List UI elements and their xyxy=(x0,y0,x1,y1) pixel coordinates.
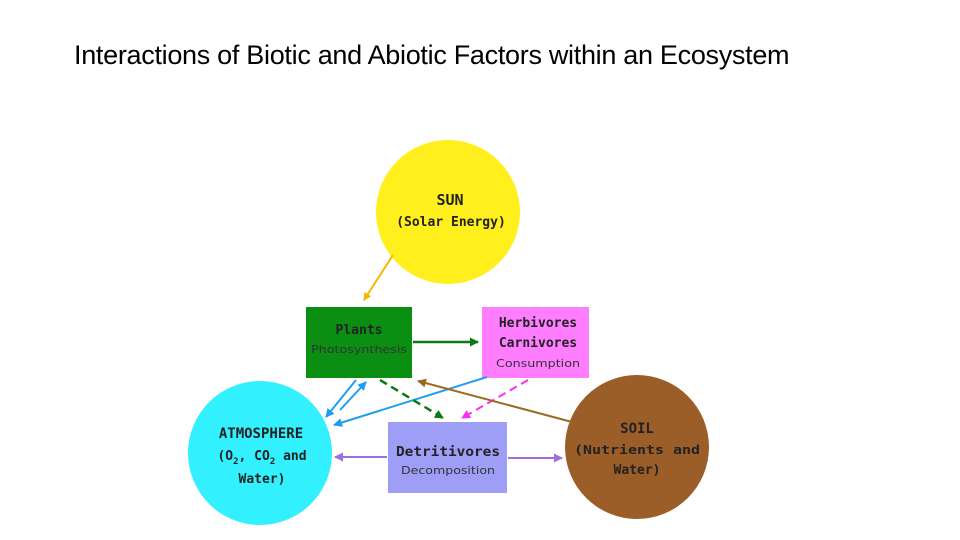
consumers-node xyxy=(482,307,589,378)
soil-label: SOIL xyxy=(620,421,654,437)
consumers-label-carnivores: Carnivores xyxy=(499,336,577,351)
atmosphere-water: Water) xyxy=(239,472,286,487)
slide-title: Interactions of Biotic and Abiotic Facto… xyxy=(74,40,790,70)
arrow-atmosphere-to-plants xyxy=(339,381,367,411)
sun-label: SUN xyxy=(436,191,463,209)
soil-nutrients: (Nutrients and xyxy=(574,442,700,457)
arrow-plants-to-atmosphere xyxy=(325,379,357,418)
detritivores-node xyxy=(388,422,507,493)
plants-label: Plants xyxy=(336,323,383,338)
detritivores-process: Decomposition xyxy=(401,464,495,477)
atmosphere-gases-sub2: 2 xyxy=(270,457,275,467)
atmosphere-gases-close: and xyxy=(275,449,306,464)
atmosphere-gases-sub1: 2 xyxy=(233,457,238,467)
soil-water: Water) xyxy=(614,463,661,478)
soil-node xyxy=(565,375,709,519)
arrow-consumers-to-atmosphere xyxy=(333,376,488,427)
atmosphere-gases: (O2, CO2 and xyxy=(217,449,306,467)
consumers-process: Consumption xyxy=(496,357,580,370)
atmosphere-label: ATMOSPHERE xyxy=(219,426,303,442)
sun-node xyxy=(376,140,520,284)
consumers-label-herbivores: Herbivores xyxy=(499,316,577,331)
arrow-sun-to-plants xyxy=(363,254,394,301)
arrow-soil-to-plants xyxy=(417,378,573,423)
detritivores-label: Detritivores xyxy=(396,445,500,460)
sun-sublabel: (Solar Energy) xyxy=(396,215,506,230)
atmosphere-node xyxy=(188,381,332,525)
atmosphere-gases-mid: , CO xyxy=(239,449,270,464)
plants-node xyxy=(306,307,412,378)
arrow-consumers-to-detritivores xyxy=(461,379,529,419)
plants-process: Photosynthesis xyxy=(311,343,407,356)
atmosphere-gases-open: (O xyxy=(217,449,233,464)
